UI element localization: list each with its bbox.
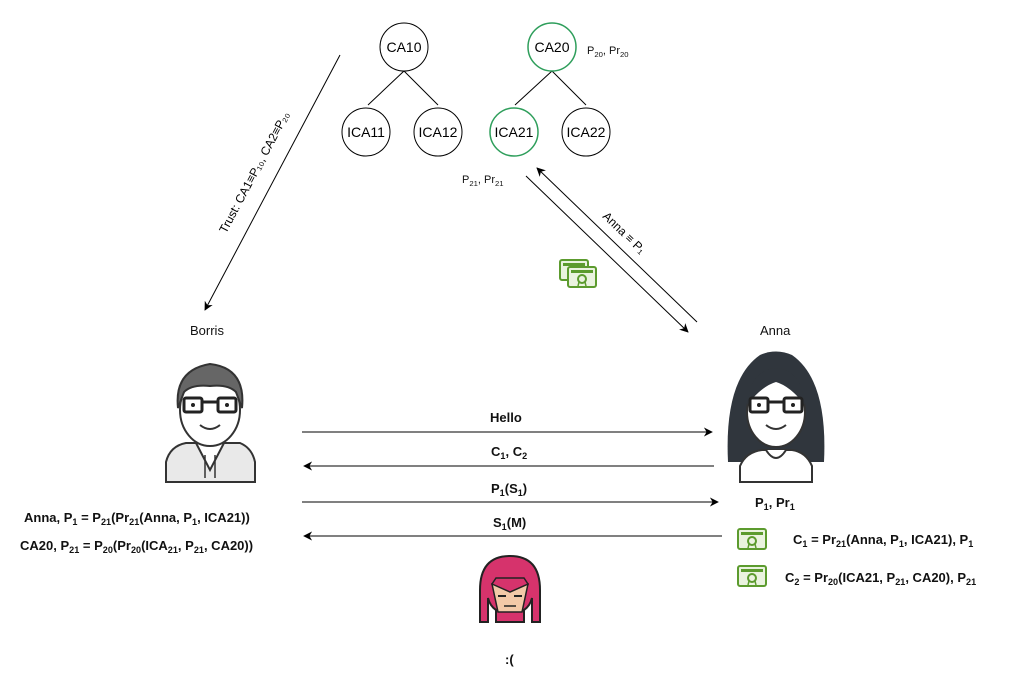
svg-text:CA20: CA20 [534,39,569,55]
svg-text:ICA12: ICA12 [419,124,458,140]
anna-cert-c1: C1 = Pr21(Anna, P1, ICA21), P1 [793,532,974,549]
trust-arrow [204,54,341,311]
svg-text:CA10: CA10 [386,39,421,55]
ca20-keys: P20, Pr20 [587,45,629,59]
anna-avatar [727,351,825,483]
anna-name: Anna [760,323,791,338]
anna-cert-c2: C2 = Pr20(ICA21, P21, CA20), P21 [785,570,977,587]
svg-text:ICA21: ICA21 [495,124,534,140]
s1m-message: S1(M) [493,515,527,532]
ica21-to-anna-arrow [525,175,689,333]
anna-to-ica21-arrow [536,167,698,323]
anna-link-label: Anna ≡ P₁ [600,209,648,256]
attacker-icon [479,554,541,623]
svg-text:ICA22: ICA22 [567,124,606,140]
certificate-icon-c1 [737,528,767,550]
node-ca20: CA20 [527,22,577,72]
borris-name: Borris [190,323,224,338]
node-ca10: CA10 [379,22,429,72]
borris-info-line1: Anna, P1 = P21(Pr21(Anna, P1, ICA21)) [24,510,250,527]
borris-info-line2: CA20, P21 = P20(Pr20(ICA21, P21, CA20)) [20,538,254,555]
c1c2-message: C1, C2 [491,444,528,461]
node-ica22: ICA22 [561,107,611,157]
node-ica12: ICA12 [413,107,463,157]
tree-edges [367,70,587,106]
ica21-keys: P21, Pr21 [462,174,504,188]
node-ica11: ICA11 [341,107,391,157]
certificate-icon [559,259,597,288]
certificate-icon-c2 [737,565,767,587]
anna-keys: P1, Pr1 [755,495,795,512]
node-ica21: ICA21 [489,107,539,157]
hello-message: Hello [490,410,522,425]
borris-avatar [165,362,256,483]
p1s1-message: P1(S1) [491,481,528,498]
svg-text:ICA11: ICA11 [347,124,385,140]
attacker-label: :( [505,652,514,667]
